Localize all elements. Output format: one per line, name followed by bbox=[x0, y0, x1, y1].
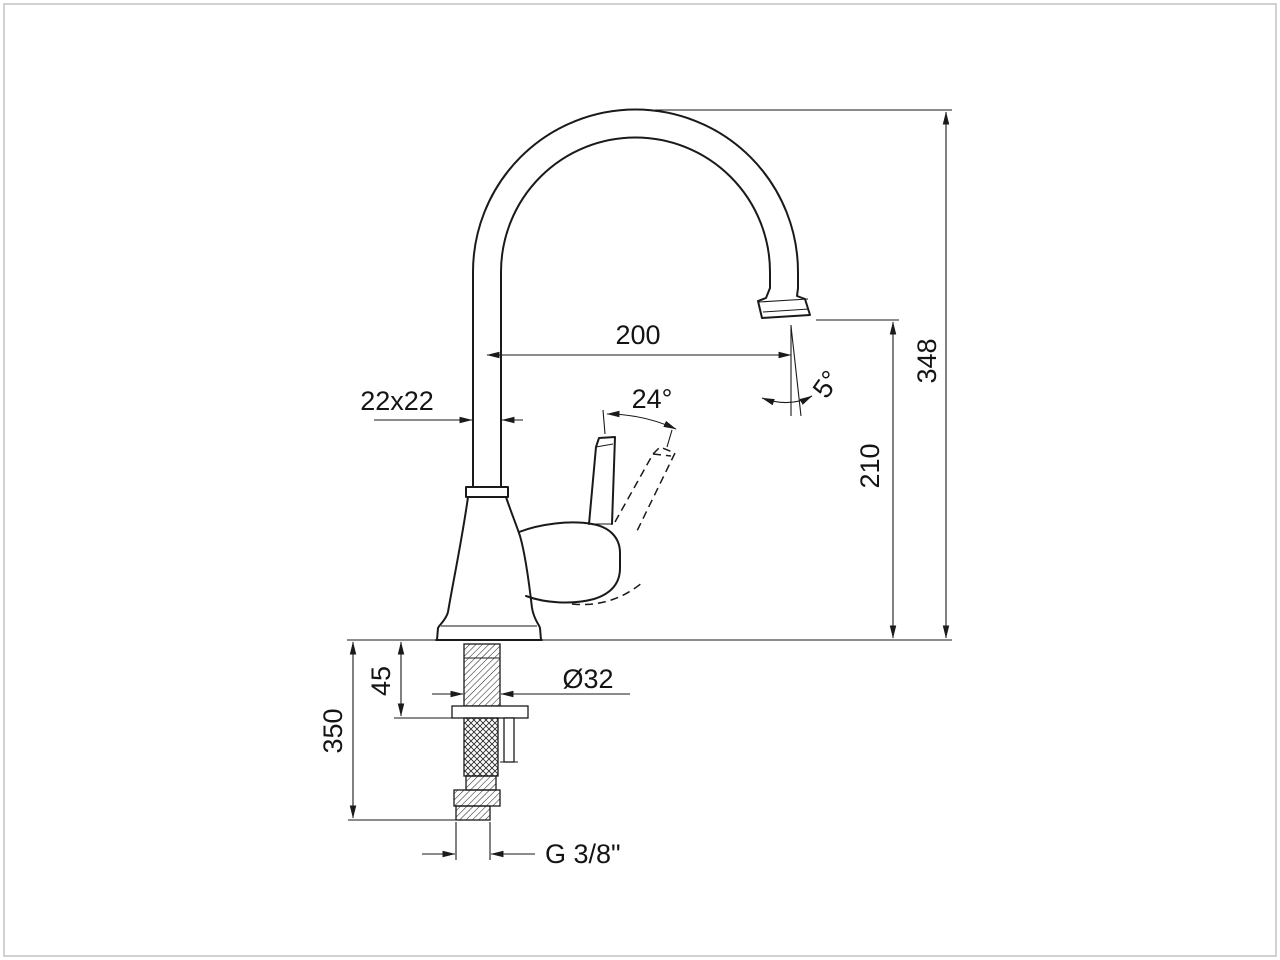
mounting-flange bbox=[451, 705, 529, 719]
angle-arc-24 bbox=[606, 410, 677, 430]
hose-ferrule bbox=[465, 775, 497, 791]
spout-gooseneck bbox=[472, 108, 811, 488]
dim-label-g38: G 3/8" bbox=[545, 839, 621, 869]
dim-label-45: 45 bbox=[366, 666, 396, 696]
dim-label-d32: Ø32 bbox=[562, 664, 613, 694]
faucet-body bbox=[435, 486, 543, 641]
mounting-stud bbox=[503, 717, 515, 763]
hose-thread-end bbox=[455, 805, 491, 821]
dim-label-24deg: 24° bbox=[632, 384, 673, 414]
dim-label-5deg: 5° bbox=[807, 365, 846, 403]
threaded-shank bbox=[463, 643, 501, 707]
dimension-labels: 200 22x22 24° 5° 348 210 45 350 Ø32 G 3/… bbox=[318, 320, 942, 869]
hose-nut bbox=[453, 789, 501, 807]
mounting-hardware bbox=[451, 643, 529, 821]
handle-rotated-dashed bbox=[571, 446, 677, 606]
dim-label-200: 200 bbox=[615, 320, 660, 350]
dim-label-22x22: 22x22 bbox=[360, 386, 434, 416]
flexible-hose bbox=[463, 717, 499, 777]
angle-arc-5 bbox=[761, 395, 813, 406]
dim-label-348: 348 bbox=[912, 338, 942, 383]
dimension-lines bbox=[348, 109, 952, 860]
dim-label-350: 350 bbox=[318, 708, 348, 753]
dim-label-210: 210 bbox=[855, 443, 885, 488]
body-collar bbox=[465, 486, 509, 498]
handle bbox=[518, 436, 621, 604]
